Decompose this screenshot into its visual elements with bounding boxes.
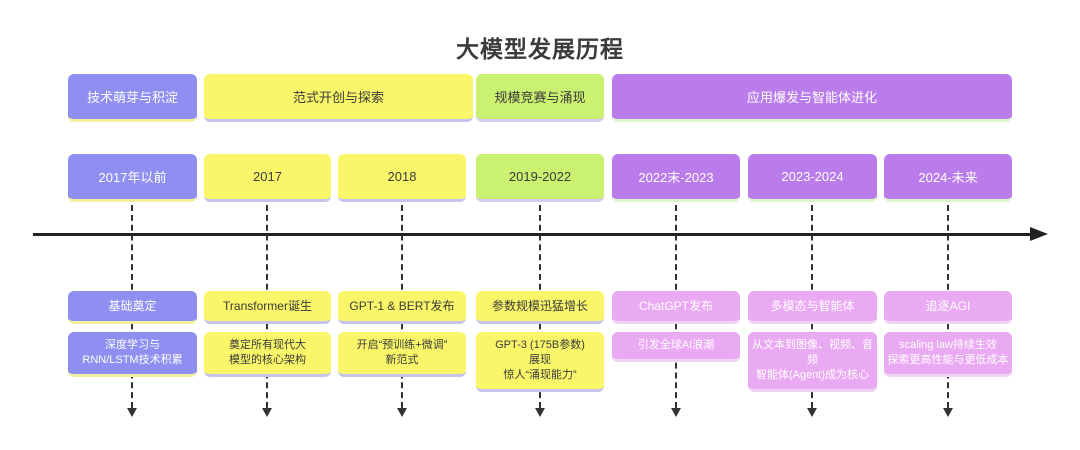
event-title-box-7: 追逐AGI <box>884 291 1012 324</box>
event-detail-box-1: 深度学习与 RNN/LSTM技术积累 <box>68 332 197 377</box>
phase-header-paradigm: 范式开创与探索 <box>204 74 473 122</box>
event-title: 多模态与智能体 <box>770 299 855 313</box>
arrow-down-icon <box>671 408 681 417</box>
arrow-down-icon <box>807 408 817 417</box>
event-detail: scaling law持续生效 探索更高性能与更低成本 <box>887 339 1009 366</box>
period-box-4: 2019-2022 <box>476 154 604 202</box>
page-title: 大模型发展历程 <box>456 36 624 62</box>
event-title: ChatGPT发布 <box>638 299 714 313</box>
period-box-1: 2017年以前 <box>68 154 197 202</box>
event-detail-box-3: 开启“预训练+微调” 新范式 <box>338 332 466 377</box>
event-detail-box-6: 从文本到图像、视频、音频 智能体(Agent)成为核心 <box>748 332 877 392</box>
event-detail-box-5: 引发全球AI浪潮 <box>612 332 740 362</box>
period-box-6: 2023-2024 <box>748 154 877 202</box>
period-box-3: 2018 <box>338 154 466 202</box>
period-label: 2017 <box>253 169 282 184</box>
event-detail: 从文本到图像、视频、音频 智能体(Agent)成为核心 <box>752 339 873 381</box>
event-detail-box-4: GPT-3 (175B参数) 展现 惊人“涌现能力” <box>476 332 604 392</box>
event-title-box-1: 基础奠定 <box>68 291 197 324</box>
arrow-down-icon <box>535 408 545 417</box>
event-detail: 引发全球AI浪潮 <box>637 339 715 351</box>
timeline-axis <box>33 233 1032 236</box>
event-title-box-4: 参数规模迅猛增长 <box>476 291 604 324</box>
phase-header-application: 应用爆发与智能体进化 <box>612 74 1012 122</box>
phase-label: 范式开创与探索 <box>292 90 384 105</box>
event-detail: 深度学习与 RNN/LSTM技术积累 <box>82 339 183 366</box>
event-detail-box-2: 奠定所有现代大 模型的核心架构 <box>204 332 331 377</box>
period-label: 2019-2022 <box>508 169 572 184</box>
phase-label: 技术萌芽与积淀 <box>86 90 178 105</box>
period-box-7: 2024-未来 <box>884 154 1012 202</box>
phase-label: 应用爆发与智能体进化 <box>746 90 877 105</box>
event-detail: 开启“预训练+微调” 新范式 <box>356 339 448 366</box>
arrow-down-icon <box>397 408 407 417</box>
event-title-box-2: Transformer诞生 <box>204 291 331 324</box>
event-title: 基础奠定 <box>108 299 157 313</box>
event-title-box-6: 多模态与智能体 <box>748 291 877 324</box>
event-detail: 奠定所有现代大 模型的核心架构 <box>229 339 306 366</box>
phase-label: 规模竞赛与涌现 <box>494 90 586 105</box>
arrow-down-icon <box>127 408 137 417</box>
event-title-box-5: ChatGPT发布 <box>612 291 740 324</box>
event-detail-box-7: scaling law持续生效 探索更高性能与更低成本 <box>884 332 1012 377</box>
event-title: 参数规模迅猛增长 <box>491 299 588 313</box>
period-label: 2018 <box>387 169 417 184</box>
arrow-down-icon <box>943 408 953 417</box>
period-box-5: 2022末-2023 <box>612 154 740 202</box>
event-title: GPT-1 & BERT发布 <box>349 299 455 313</box>
period-label: 2023-2024 <box>781 169 844 184</box>
event-title: Transformer诞生 <box>223 299 312 313</box>
arrow-down-icon <box>262 408 272 417</box>
event-title-box-3: GPT-1 & BERT发布 <box>338 291 466 324</box>
timeline-arrowhead-icon <box>1030 227 1048 241</box>
period-box-2: 2017 <box>204 154 331 202</box>
period-label: 2022末-2023 <box>638 170 714 185</box>
event-title: 追逐AGI <box>925 299 971 313</box>
phase-header-scale: 规模竞赛与涌现 <box>476 74 604 122</box>
event-detail: GPT-3 (175B参数) 展现 惊人“涌现能力” <box>495 339 585 381</box>
phase-header-foundation: 技术萌芽与积淀 <box>68 74 197 122</box>
period-label: 2017年以前 <box>98 170 167 185</box>
period-label: 2024-未来 <box>918 170 978 185</box>
